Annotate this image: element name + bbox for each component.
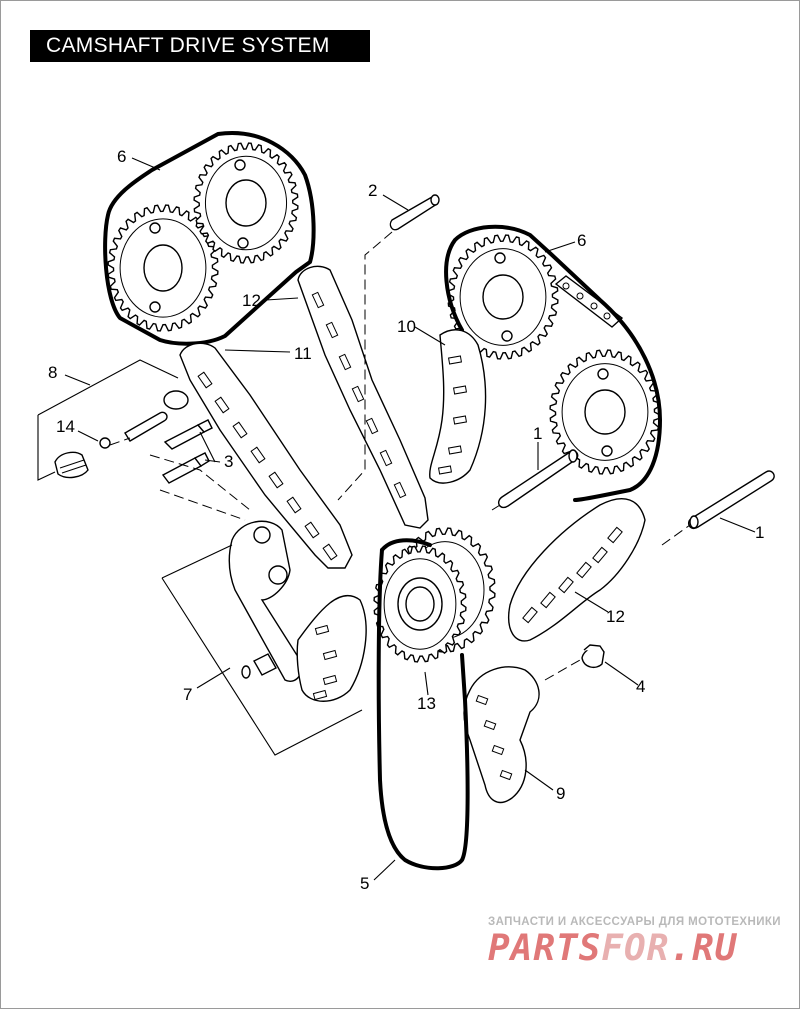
sprocket-hole — [601, 445, 613, 457]
callout-labels: 6 2 12 11 10 6 8 14 3 1 1 12 4 7 13 9 5 — [48, 147, 764, 893]
callout-10: 10 — [397, 317, 416, 336]
tensioner-pin — [253, 653, 277, 676]
tensioner-shoe — [296, 594, 367, 702]
chain-guide-upper — [297, 265, 429, 529]
sprocket-hub — [482, 274, 524, 320]
watermark-logo-part-a: PARTS — [488, 928, 602, 969]
plug-assembly — [54, 390, 189, 479]
watermark-tagline: ЗАПЧАСТИ И АКСЕССУАРЫ ДЛЯ МОТОТЕХНИКИ — [488, 916, 781, 928]
callout-9: 9 — [556, 784, 565, 803]
plug — [54, 451, 89, 479]
callout-11: 11 — [294, 344, 312, 363]
retaining-ring — [241, 665, 251, 679]
sprocket-hole — [597, 368, 609, 380]
sprocket-hole — [149, 301, 161, 313]
callout-14: 14 — [56, 417, 75, 436]
callout-8: 8 — [48, 363, 57, 382]
chain-tensioner-right — [508, 497, 646, 642]
sprocket-hub — [143, 244, 183, 292]
sprocket-hole — [501, 330, 513, 342]
watermark-logo-part-c: .RU — [669, 928, 738, 969]
crank-sprocket — [373, 527, 496, 663]
callout-6-left: 6 — [117, 147, 126, 166]
chain-guide-small — [429, 329, 487, 484]
callout-2: 2 — [368, 181, 377, 200]
secondary-chain-segment — [554, 275, 624, 328]
callout-1-center: 1 — [533, 424, 542, 443]
callout-12-upper: 12 — [242, 291, 261, 310]
dowel-pin-2 — [389, 194, 440, 231]
sprocket-hub — [225, 179, 267, 227]
dowel-pin-1-right — [688, 470, 775, 529]
plunger — [124, 411, 168, 442]
callout-6-right: 6 — [577, 231, 586, 250]
leader-lines — [64, 157, 756, 881]
cam-chain-left — [103, 131, 316, 346]
watermark-logo: PARTSFOR.RU — [488, 928, 778, 969]
callout-3: 3 — [224, 452, 233, 471]
o-ring — [163, 390, 189, 410]
sprocket-hole — [237, 237, 249, 249]
crank-sprocket-bore — [405, 586, 435, 622]
chain-guide-left — [179, 342, 353, 569]
sprocket-hole — [494, 252, 506, 264]
check-ball — [99, 437, 111, 449]
callout-5: 5 — [360, 874, 369, 893]
bracket-pivot — [253, 526, 271, 544]
watermark-logo-part-b: FOR — [601, 928, 670, 969]
chain-tensioner-left — [228, 520, 367, 702]
callout-12-lower: 12 — [606, 607, 625, 626]
callout-1-right: 1 — [755, 523, 764, 542]
primary-chain-top — [380, 538, 432, 552]
right-cam-sprockets — [444, 224, 662, 502]
left-cam-sprockets — [103, 131, 316, 346]
guide-lines — [37, 231, 691, 756]
bolts — [161, 419, 213, 484]
bracket-hole — [268, 565, 288, 585]
cam-chain-right — [444, 224, 662, 502]
callout-4: 4 — [636, 677, 645, 696]
primary-chain — [376, 548, 470, 871]
page-title: CAMSHAFT DRIVE SYSTEM — [30, 30, 370, 62]
bolt-4 — [581, 644, 605, 669]
callout-13: 13 — [417, 694, 436, 713]
callout-7: 7 — [183, 685, 192, 704]
dowel-pin-1-center — [498, 449, 579, 509]
sprocket-hole — [149, 222, 161, 234]
sprocket-hub — [584, 389, 626, 435]
sprocket-hole — [234, 159, 246, 171]
chain-tensioner-bottom — [463, 666, 540, 803]
